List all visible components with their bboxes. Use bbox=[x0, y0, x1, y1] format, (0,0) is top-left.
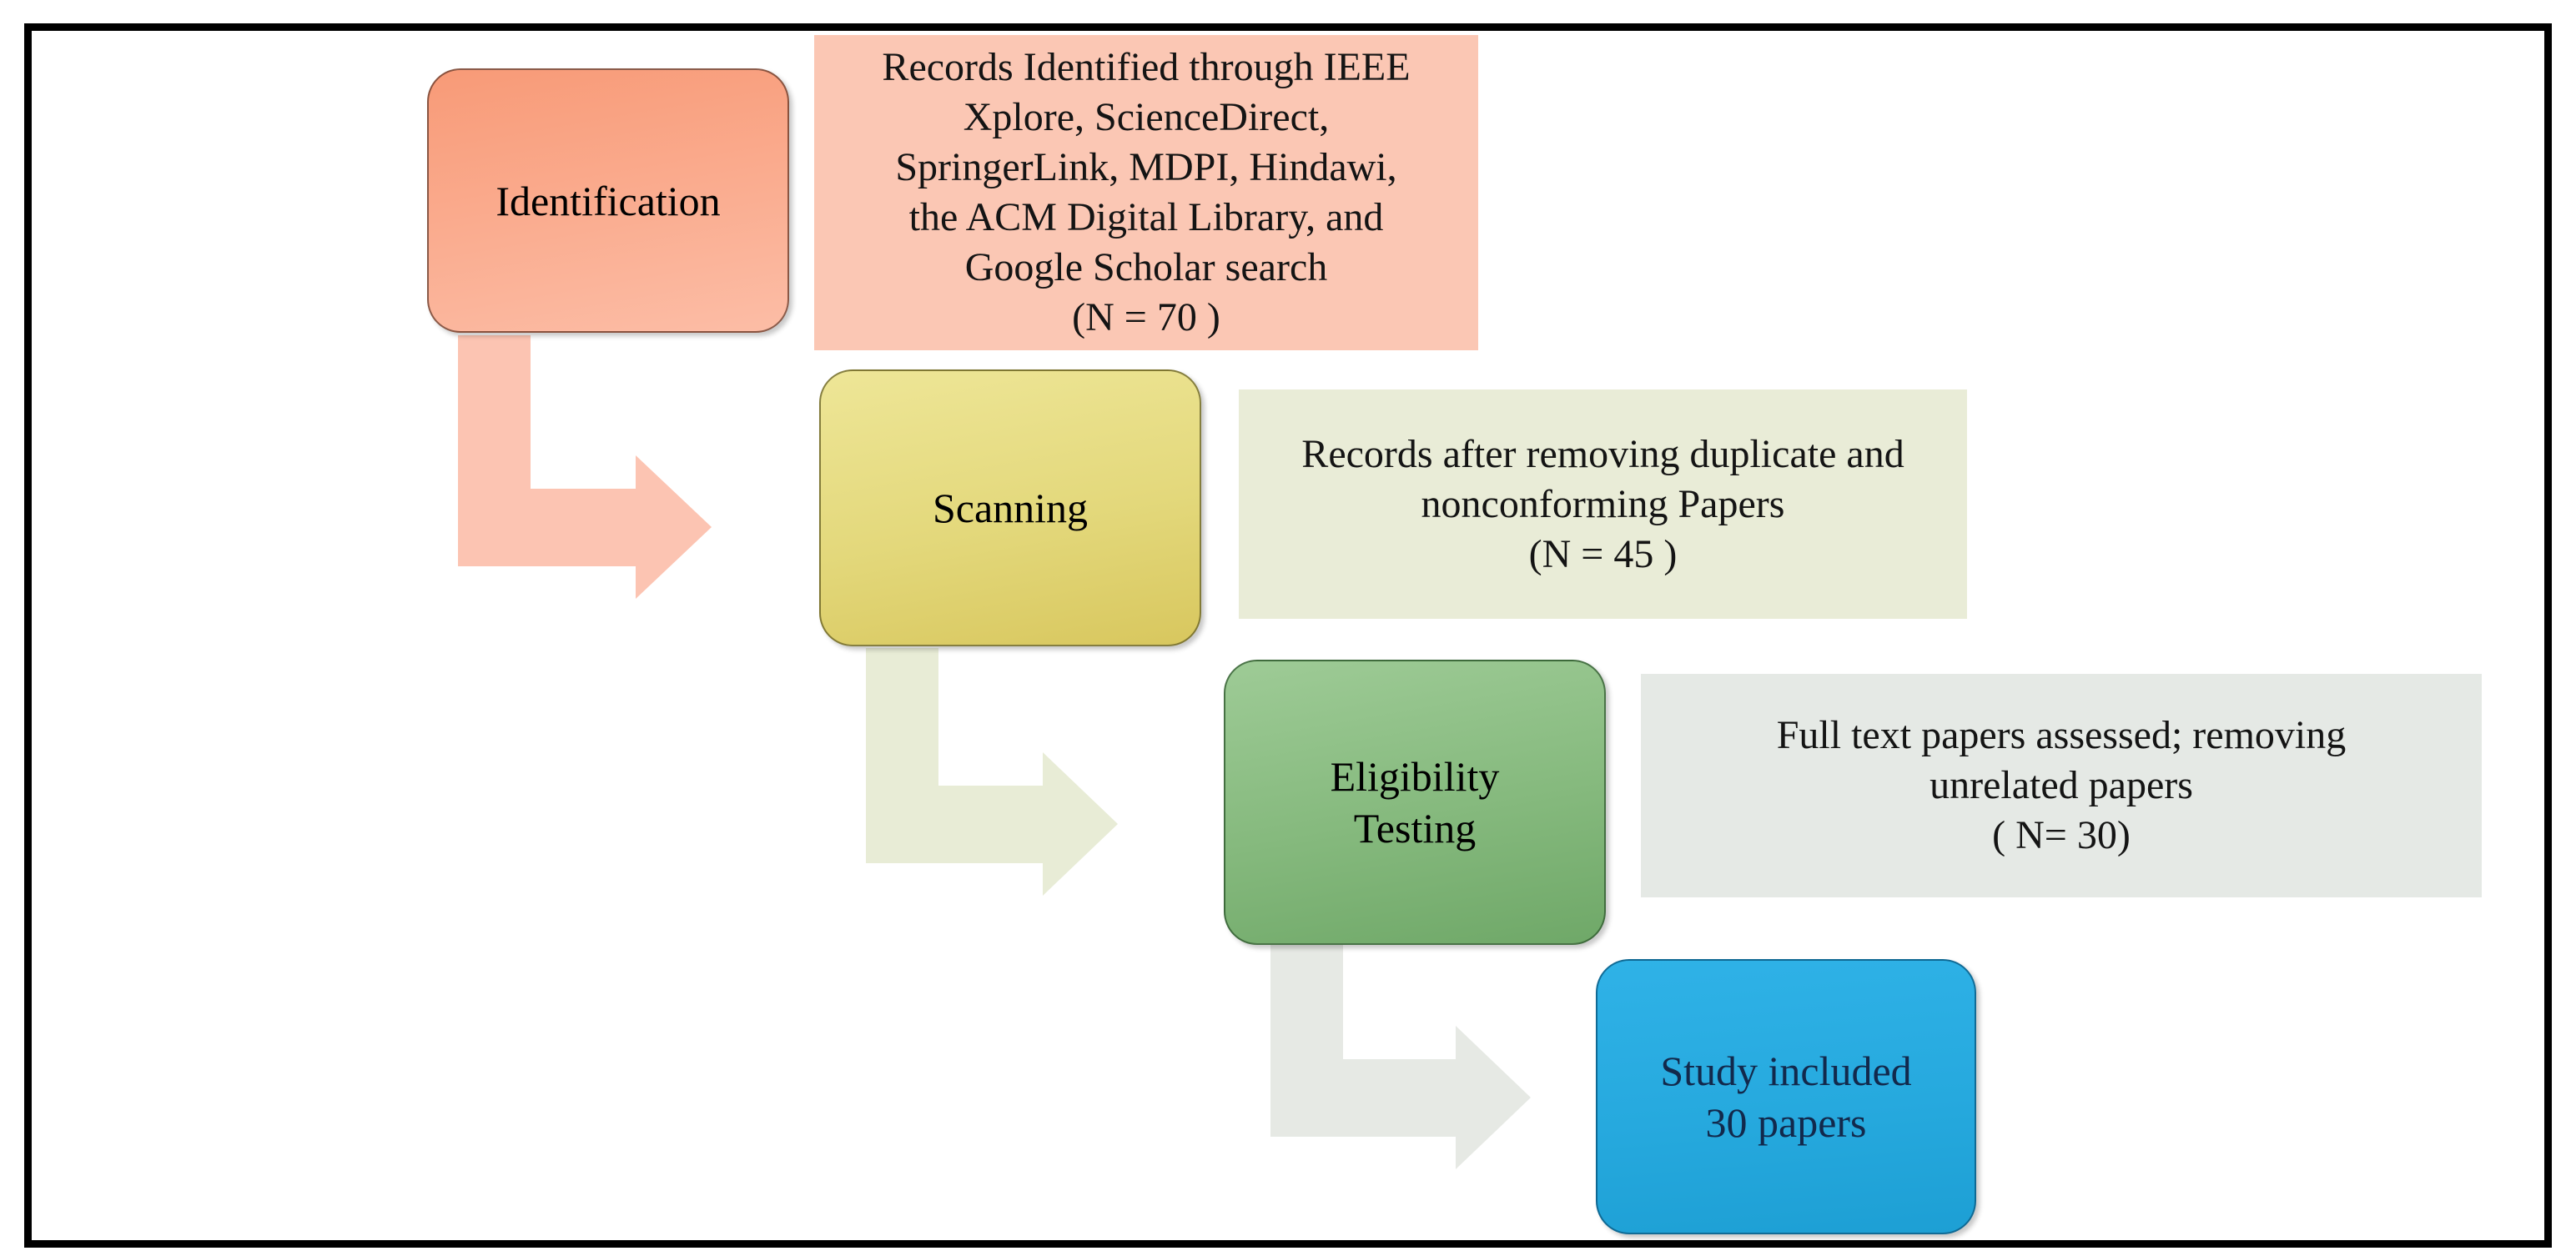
note-line-count: (N = 70 ) bbox=[1072, 295, 1220, 339]
stage-label: Testing bbox=[1353, 805, 1477, 852]
arrow-scanning-to-eligibility bbox=[866, 648, 1118, 896]
note-line: Records after removing duplicate and bbox=[1301, 431, 1904, 476]
note-box-scanning: Records after removing duplicate and non… bbox=[1239, 389, 1967, 619]
arrow-identification-to-scanning bbox=[458, 335, 712, 599]
stage-box-identification: Identification bbox=[427, 68, 789, 333]
stage-box-study-included: Study included 30 papers bbox=[1596, 959, 1976, 1234]
stage-box-scanning: Scanning bbox=[819, 369, 1201, 646]
note-line: unrelated papers bbox=[1929, 763, 2193, 807]
note-box-identification: Records Identified through IEEE Xplore, … bbox=[814, 35, 1478, 350]
note-line-count: ( N= 30) bbox=[1992, 813, 2131, 857]
stage-label: Eligibility bbox=[1330, 753, 1500, 800]
stage-label: Scanning bbox=[932, 485, 1089, 531]
note-box-eligibility-testing: Full text papers assessed; removing unre… bbox=[1641, 674, 2482, 897]
diagram-border bbox=[24, 23, 2552, 1248]
stage-label: Study included bbox=[1660, 1048, 1912, 1094]
note-line-count: (N = 45 ) bbox=[1528, 531, 1678, 576]
note-line: the ACM Digital Library, and bbox=[908, 195, 1384, 239]
note-line: nonconforming Papers bbox=[1421, 481, 1785, 526]
note-line: Records Identified through IEEE bbox=[882, 45, 1411, 89]
stage-label: 30 papers bbox=[1705, 1099, 1867, 1146]
note-line: Full text papers assessed; removing bbox=[1776, 713, 2347, 757]
note-line: Xplore, ScienceDirect, bbox=[963, 95, 1330, 139]
stage-box-eligibility-testing: Eligibility Testing bbox=[1224, 660, 1606, 945]
stage-label: Identification bbox=[496, 177, 721, 224]
arrow-eligibility-to-included bbox=[1270, 945, 1531, 1169]
note-line: SpringerLink, MDPI, Hindawi, bbox=[895, 145, 1397, 189]
note-line: Google Scholar search bbox=[964, 245, 1328, 289]
